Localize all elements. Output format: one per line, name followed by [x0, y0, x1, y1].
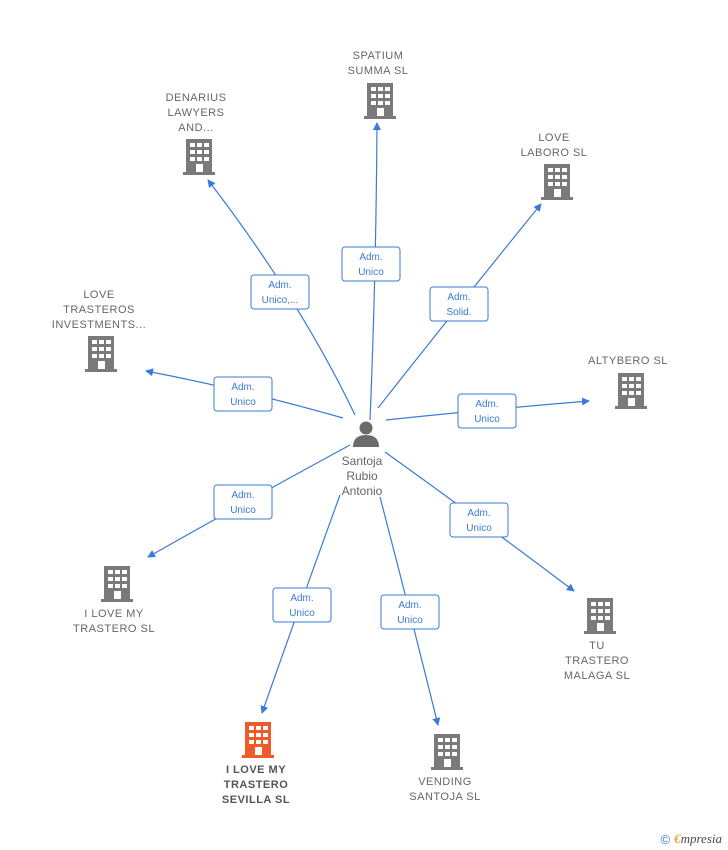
role-badge-denarius[interactable]: Adm. Unico,...: [250, 274, 310, 310]
role-text: Adm.: [359, 252, 382, 263]
building-icon: [364, 83, 396, 119]
role-badge-vending-santoja[interactable]: Adm. Unico: [380, 594, 440, 630]
company-label: SANTOJA SL: [409, 791, 480, 803]
role-text: Unico: [474, 414, 500, 425]
company-node-tu-trastero-malaga[interactable]: TU TRASTERO MALAGA SL: [564, 598, 630, 682]
role-text: Unico: [289, 608, 315, 619]
role-badge-love-trasteros[interactable]: Adm. Unico: [213, 376, 273, 412]
role-text: Unico: [397, 615, 423, 626]
company-label: SEVILLA SL: [222, 794, 290, 806]
brand-logo[interactable]: €mpresia: [674, 831, 722, 846]
company-label: I LOVE MY: [84, 608, 144, 620]
role-badge-altybero[interactable]: Adm. Unico: [457, 393, 517, 429]
building-icon: [584, 598, 616, 634]
building-icon: [85, 336, 117, 372]
building-icon: [541, 164, 573, 200]
person-name-label: Antonio: [342, 484, 383, 498]
company-label: INVESTMENTS...: [52, 319, 146, 331]
role-text: Adm.: [268, 280, 291, 291]
company-label: LOVE: [83, 289, 114, 301]
person-name-label: Rubio: [346, 469, 378, 483]
company-label: DENARIUS: [166, 92, 227, 104]
company-node-spatium[interactable]: SPATIUM SUMMA SL: [348, 50, 409, 119]
edges-layer: Adm.UnicoAdm.Unico,...Adm.Solid.Adm.Unic…: [145, 122, 590, 726]
company-node-altybero[interactable]: ALTYBERO SL: [588, 355, 668, 409]
nodes-layer: SPATIUM SUMMA SL DENARIUS LAWYERS AND... LOVE…: [52, 50, 668, 806]
company-label: MALAGA SL: [564, 670, 630, 682]
role-text: Unico,...: [262, 295, 299, 306]
building-icon: [242, 722, 274, 758]
company-node-i-love-my-trastero-sevilla[interactable]: I LOVE MY TRASTERO SEVILLA SL: [222, 722, 290, 806]
company-label: TRASTERO SL: [73, 623, 155, 635]
role-text: Adm.: [467, 508, 490, 519]
role-badge-love-laboro[interactable]: Adm. Solid.: [429, 286, 489, 322]
role-text: Unico: [230, 397, 256, 408]
role-badge-i-love-my-trastero[interactable]: Adm. Unico: [213, 484, 273, 520]
company-node-i-love-my-trastero[interactable]: I LOVE MY TRASTERO SL: [73, 566, 155, 635]
company-label: ALTYBERO SL: [588, 355, 668, 367]
role-text: Adm.: [290, 593, 313, 604]
role-text: Adm.: [447, 292, 470, 303]
role-text: Adm.: [231, 490, 254, 501]
building-icon: [101, 566, 133, 602]
role-text: Adm.: [398, 600, 421, 611]
company-label: AND...: [178, 122, 213, 134]
company-label: LOVE: [538, 132, 569, 144]
company-label: TRASTERO: [565, 655, 629, 667]
role-badge-spatium[interactable]: Adm. Unico: [341, 246, 401, 282]
company-node-love-laboro[interactable]: LOVE LABORO SL: [521, 132, 588, 200]
company-label: TRASTERO: [224, 779, 289, 791]
building-icon: [183, 139, 215, 175]
company-label: LABORO SL: [521, 147, 588, 159]
role-badge-i-love-my-trastero-sevilla[interactable]: Adm. Unico: [272, 587, 332, 623]
company-label: TRASTEROS: [63, 304, 135, 316]
role-text: Solid.: [446, 307, 471, 318]
copyright-icon: ©: [660, 831, 671, 847]
company-node-denarius[interactable]: DENARIUS LAWYERS AND...: [166, 92, 227, 175]
company-label: VENDING: [418, 776, 472, 788]
building-icon: [615, 373, 647, 409]
company-node-vending-santoja[interactable]: VENDING SANTOJA SL: [409, 734, 480, 803]
company-label: SUMMA SL: [348, 65, 409, 77]
company-node-love-trasteros[interactable]: LOVE TRASTEROS INVESTMENTS...: [52, 289, 146, 372]
person-icon: [353, 421, 379, 447]
role-badge-tu-trastero-malaga[interactable]: Adm. Unico: [449, 502, 509, 538]
role-text: Unico: [230, 505, 256, 516]
company-label: SPATIUM: [353, 50, 404, 62]
person-name-label: Santoja: [342, 454, 383, 468]
company-label: I LOVE MY: [226, 764, 286, 776]
building-icon: [431, 734, 463, 770]
role-text: Unico: [358, 267, 384, 278]
role-text: Unico: [466, 523, 492, 534]
role-text: Adm.: [231, 382, 254, 393]
company-label: TU: [589, 640, 605, 652]
footer-brand: © €mpresia: [661, 831, 723, 847]
company-label: LAWYERS: [168, 107, 225, 119]
role-text: Adm.: [475, 399, 498, 410]
